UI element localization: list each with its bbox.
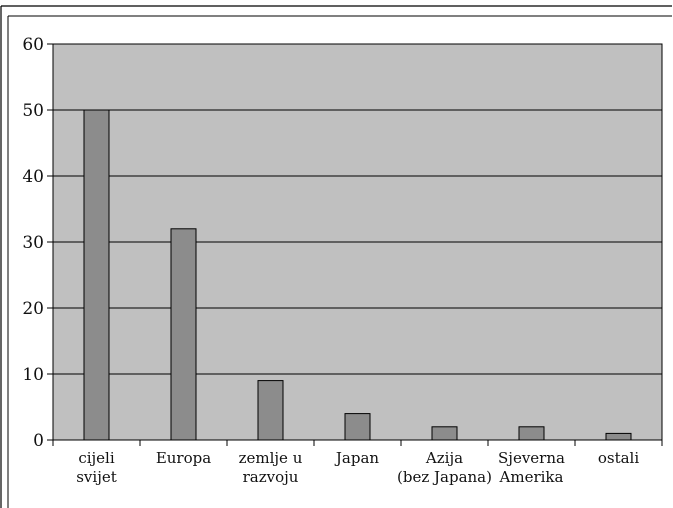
plot-area: [52, 43, 663, 441]
y-tick-label: 40: [22, 167, 44, 187]
bar: [83, 109, 110, 441]
y-tick-label: 10: [22, 365, 44, 385]
bar: [431, 426, 458, 441]
y-axis: 0 10 20 30 40 50 60: [22, 35, 54, 451]
bar: [605, 432, 632, 441]
x-tick-label: Azija(bez Japana): [397, 449, 492, 486]
y-tick-label: 60: [22, 35, 44, 55]
bar: [518, 426, 545, 441]
y-tick-label: 50: [22, 101, 44, 121]
y-tick-label: 0: [33, 431, 44, 451]
x-tick-label: Europa: [156, 449, 211, 467]
bar: [257, 380, 284, 441]
x-tick-label: ostali: [598, 449, 639, 467]
bar: [344, 413, 371, 441]
bar: [170, 228, 197, 441]
y-tick-label: 30: [22, 233, 44, 253]
x-tick-label: Japan: [334, 449, 380, 467]
y-tick-label: 20: [22, 299, 44, 319]
